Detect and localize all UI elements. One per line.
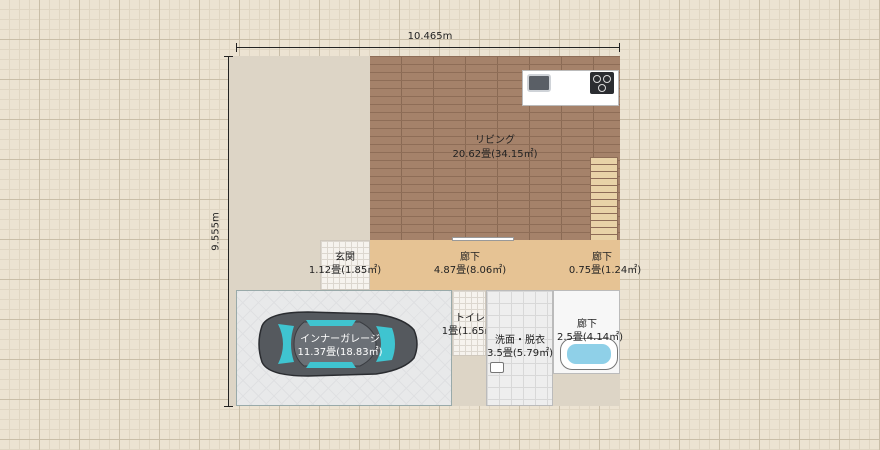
height-dimension-line [228,56,229,406]
stairs-icon[interactable] [590,157,618,249]
entrance[interactable] [320,240,370,290]
bathtub-icon [560,338,618,370]
living-room-area: 20.62畳(34.15㎡) [452,149,538,160]
width-dimension-tick-right [619,43,620,52]
washroom-area: 3.5畳(5.79㎡) [487,348,553,359]
hallway-center-name: 廊下 [460,252,480,263]
washbasin-icon [490,362,504,373]
car-icon [258,311,418,377]
garage-area: 11.37畳(18.83㎡) [297,347,383,358]
width-dimension-tick-left [236,43,237,52]
living-room-name: リビング [475,135,515,146]
width-dimension-line [236,47,620,48]
hallway-right-name: 廊下 [592,252,612,263]
hallway-center-area: 4.87畳(8.06㎡) [433,265,507,276]
washroom[interactable] [486,290,553,406]
washroom-name: 洗面・脱衣 [495,335,545,346]
width-dimension-label: 10.465m [407,31,453,42]
height-dimension-tick-top [224,56,233,57]
toilet-area: 1畳(1.65㎡) [441,326,499,337]
sink-icon [527,74,551,92]
hallway-center[interactable] [370,240,585,290]
entrance-name: 玄関 [335,252,355,263]
stove-icon [590,72,614,94]
hallway-bath-area: 2.5畳(4.14㎡) [557,332,623,343]
height-dimension-label: 9.555m [210,212,222,251]
toilet[interactable] [452,290,486,356]
hallway-right-area: 0.75畳(1.24㎡) [568,265,642,276]
garage-name: インナーガレージ [300,334,380,345]
toilet-name: トイレ [455,313,485,324]
entrance-area: 1.12畳(1.85㎡) [308,265,382,276]
height-dimension-tick-bottom [224,406,233,407]
hallway-right[interactable] [585,240,620,290]
hallway-bath-name: 廊下 [577,319,597,330]
door-icon [452,237,514,241]
